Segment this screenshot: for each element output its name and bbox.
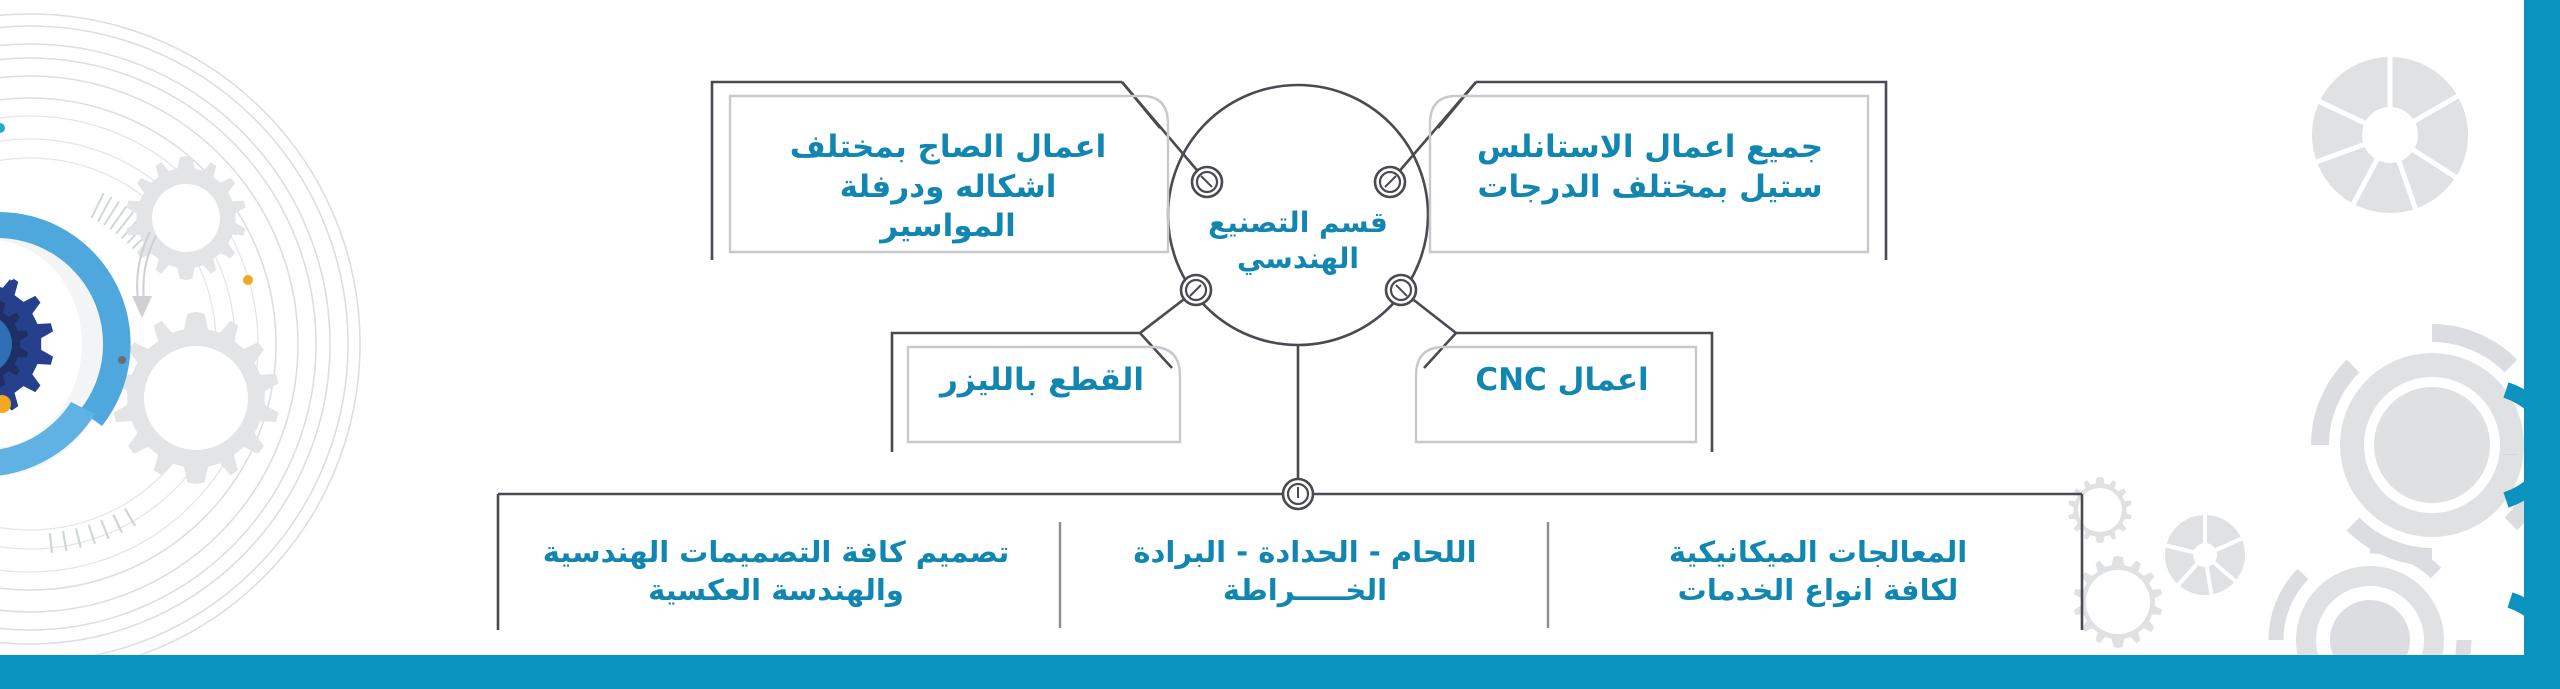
connector-node-icon <box>1179 273 1213 307</box>
connector-node-icon <box>1384 273 1418 307</box>
connector-node-icon <box>1190 165 1224 199</box>
center-label: قسم التصنيع الهندسي <box>1208 206 1388 276</box>
right-accent-bar <box>2524 0 2560 656</box>
box-inner-top-left <box>728 94 1170 254</box>
footer-label-mechanical-treatments[interactable]: المعالجات الميكانيكية لكافة انواع الخدما… <box>1668 535 1968 607</box>
branch-label-sheet-metal[interactable]: اعمال الصاج بمختلف اشكاله ودرفلة المواسي… <box>789 129 1107 245</box>
box-inner-mid-right <box>1414 345 1698 444</box>
branch-label-stainless-steel[interactable]: جميع اعمال الاستانلس ستيل بمختلف الدرجات <box>1476 129 1824 205</box>
box-inner-mid-left <box>906 345 1182 444</box>
footer-label-welding-blacksmithing[interactable]: اللحام - الحدادة - البرادة الخـــــراطة <box>1133 535 1477 607</box>
connector-nodes <box>1179 165 1418 511</box>
branch-label-laser-cutting[interactable]: القطع بالليزر <box>939 362 1145 398</box>
connector-node-icon <box>1373 165 1407 199</box>
box-inner-top-right <box>1428 94 1870 254</box>
bottom-accent-bar <box>0 655 2560 689</box>
footer-label-engineering-design[interactable]: تصميم كافة التصميمات الهندسية والهندسة ا… <box>542 535 1010 607</box>
branch-label-cnc-works[interactable]: اعمال CNC <box>1475 362 1649 398</box>
connector-node-icon <box>1281 477 1315 511</box>
